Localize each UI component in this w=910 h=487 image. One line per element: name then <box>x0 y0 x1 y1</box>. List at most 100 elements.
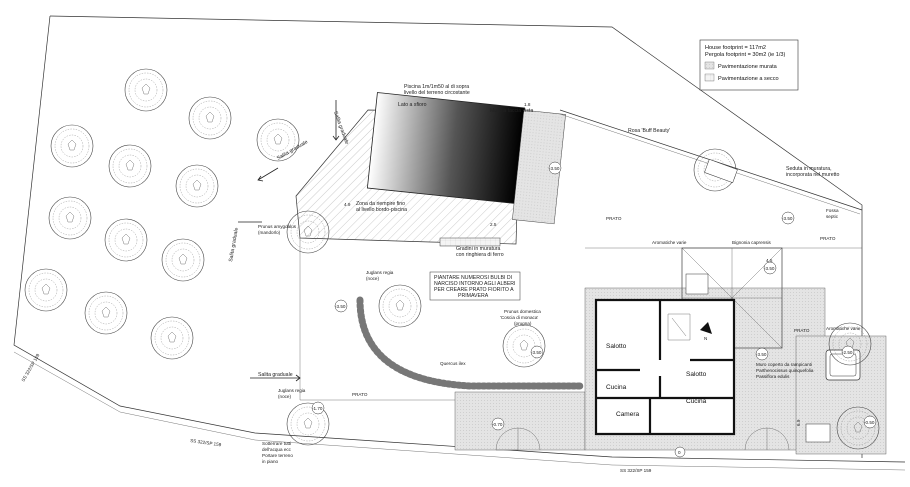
tree-icon <box>50 124 94 168</box>
label-sotterrare-3: Portare terreno <box>262 453 293 458</box>
label-prunus-dom-2: 'Coscia di monaca' <box>500 315 538 320</box>
label-prunus-dom-1: Prunus domestica <box>504 309 541 314</box>
label-piantare-3: PER CREARE PRATO FIORITO A <box>434 287 514 293</box>
room-cucina-2: Cucina <box>686 398 707 405</box>
label-piscina: Piscina 1m/1m50 al di sopra <box>404 84 469 90</box>
gate-east-left <box>744 427 768 451</box>
label-rosa: Rosa 'Buff Beauty' <box>628 128 670 134</box>
label-muro-coperto-1: Muro coperto da rampicanti <box>756 362 812 367</box>
label-piscina-2: livello del terreno circostante <box>404 90 470 96</box>
septic-tank <box>704 158 738 184</box>
level-marker: 0 <box>678 450 681 455</box>
walnut-tree-icon <box>378 284 422 328</box>
label-quercus: Quercus ilex <box>440 361 466 366</box>
room-camera: Camera <box>616 411 640 418</box>
label-juglans-2: (noce) <box>366 276 379 281</box>
car <box>805 423 831 443</box>
level-marker: -3.50 <box>782 216 793 221</box>
narciso-note: PIANTARE NUMEROSI BULBI DI NARCISO INTOR… <box>429 271 521 301</box>
tree-icon <box>104 218 148 262</box>
label-bignonia: Bignonia caprensis <box>732 240 772 245</box>
label-gradini-1: Gradini in muratura <box>456 246 501 252</box>
dim-4-5: 4.5 <box>766 258 773 263</box>
label-sotterrare-2: dell'acqua ecc <box>262 447 292 452</box>
label-aromatiche-varie: Aromatiche varie <box>826 326 861 331</box>
label-piantare-4: PRIMAVERA <box>458 293 489 299</box>
north-label: N <box>704 336 707 341</box>
house <box>594 298 736 436</box>
tree-icon <box>24 268 68 312</box>
label-juglans-3: Juglans regia <box>278 388 306 393</box>
label-prato-3: PRATO <box>794 328 810 333</box>
label-salita-1: Salita graduale <box>332 111 350 146</box>
slope-arrows <box>238 100 340 382</box>
tree-icon <box>108 144 152 188</box>
level-marker: -3.50 <box>549 166 560 171</box>
label-piantare-1: PIANTARE NUMEROSI BULBI DI <box>434 275 512 281</box>
gate-right <box>517 427 541 451</box>
legend-pav-secco: Pavimentazione a secco <box>718 76 779 82</box>
tree-icon <box>124 68 168 112</box>
legend-pergola-footprint: Pergola footprint = 30m2 (ie 1/3) <box>705 52 786 58</box>
label-lato-sfioro: Lato a sfioro <box>398 102 427 108</box>
paved-terrace-south <box>454 391 586 451</box>
dim-6-9: 6.9 <box>796 419 801 426</box>
north-arrow-icon: N <box>700 322 712 341</box>
tree-icon <box>161 238 205 282</box>
label-juglans-1: Juglans regia <box>366 270 394 275</box>
label-sotterrare-4: in piano <box>262 459 279 464</box>
level-marker: -0.70 <box>492 422 503 427</box>
label-sotterrare-1: Sotterrare tutti <box>262 441 291 446</box>
level-marker: -3.50 <box>335 304 346 309</box>
tree-icon <box>188 96 232 140</box>
label-prato-1: PRATO <box>606 216 622 221</box>
tree-icon <box>150 316 194 360</box>
label-prunus-dom-3: (prugna) <box>514 321 532 326</box>
gate-east-right <box>766 427 790 451</box>
gate-left <box>495 427 519 451</box>
site-boundary <box>49 15 863 458</box>
dim-1-8: 1.8 <box>524 102 531 107</box>
legend-house-footprint: House footprint = 117m2 <box>705 45 766 51</box>
label-muro-coperto-2: Parthenocissus quinquefolia <box>756 368 814 373</box>
level-marker: -3.50 <box>756 352 767 357</box>
label-fossa: Fossa <box>826 208 839 213</box>
dim-4-9: 4.9 <box>344 202 351 207</box>
tree-icon <box>175 164 219 208</box>
olive-grove <box>24 68 300 360</box>
label-road-1: SS 322/SP 159 <box>21 352 41 382</box>
level-marker: -3.50 <box>531 350 542 355</box>
level-marker: -2.50 <box>842 350 853 355</box>
label-road-2: SS 322/SP 159 <box>190 438 222 447</box>
label-zona-2: al livello bordo-piscina <box>356 207 407 213</box>
label-juglans-4: (noce) <box>278 394 291 399</box>
tree-icon <box>84 291 128 335</box>
room-salotto-2: Salotto <box>686 371 707 378</box>
level-marker: -3.50 <box>764 266 775 271</box>
label-muro-faccia: Muro a faccia vista <box>490 108 533 114</box>
level-markers: -3.50 -3.50 -3.50 -3.50 -3.50 -3.50 -1.7… <box>311 161 877 458</box>
label-seduta-1: Seduta in muratura, <box>786 166 832 172</box>
site-boundary-west <box>13 15 906 463</box>
label-salita-3: Salita graduale <box>228 227 240 262</box>
label-septic: septic <box>826 214 839 219</box>
outdoor-table <box>685 273 709 295</box>
legend: House footprint = 117m2 Pergola footprin… <box>699 39 799 91</box>
label-prato-4: PRATO <box>352 392 368 397</box>
lawn-edge <box>299 238 585 401</box>
label-zona-1: Zona da riempire fino <box>356 201 405 207</box>
label-muro-coperto-3: Passiflora edulis <box>756 374 790 379</box>
pergola-beams <box>681 247 783 349</box>
level-marker: -0.50 <box>864 420 875 425</box>
label-prunus-1: Prunus amygdalus <box>258 224 297 229</box>
level-marker: -1.70 <box>312 406 323 411</box>
legend-pav-murata: Pavimentazione murata <box>718 64 778 70</box>
label-seduta-2: incorporata nel muretto <box>786 172 839 178</box>
room-salotto-1: Salotto <box>606 343 627 350</box>
label-salita-4: Salita graduale <box>258 372 293 378</box>
tree-icon <box>48 196 92 240</box>
label-piantare-2: NARCISO INTORNO AGLI ALBERI <box>434 281 515 287</box>
road-edge <box>13 351 906 471</box>
label-road-3: SS 322/SP 159 <box>620 468 652 473</box>
